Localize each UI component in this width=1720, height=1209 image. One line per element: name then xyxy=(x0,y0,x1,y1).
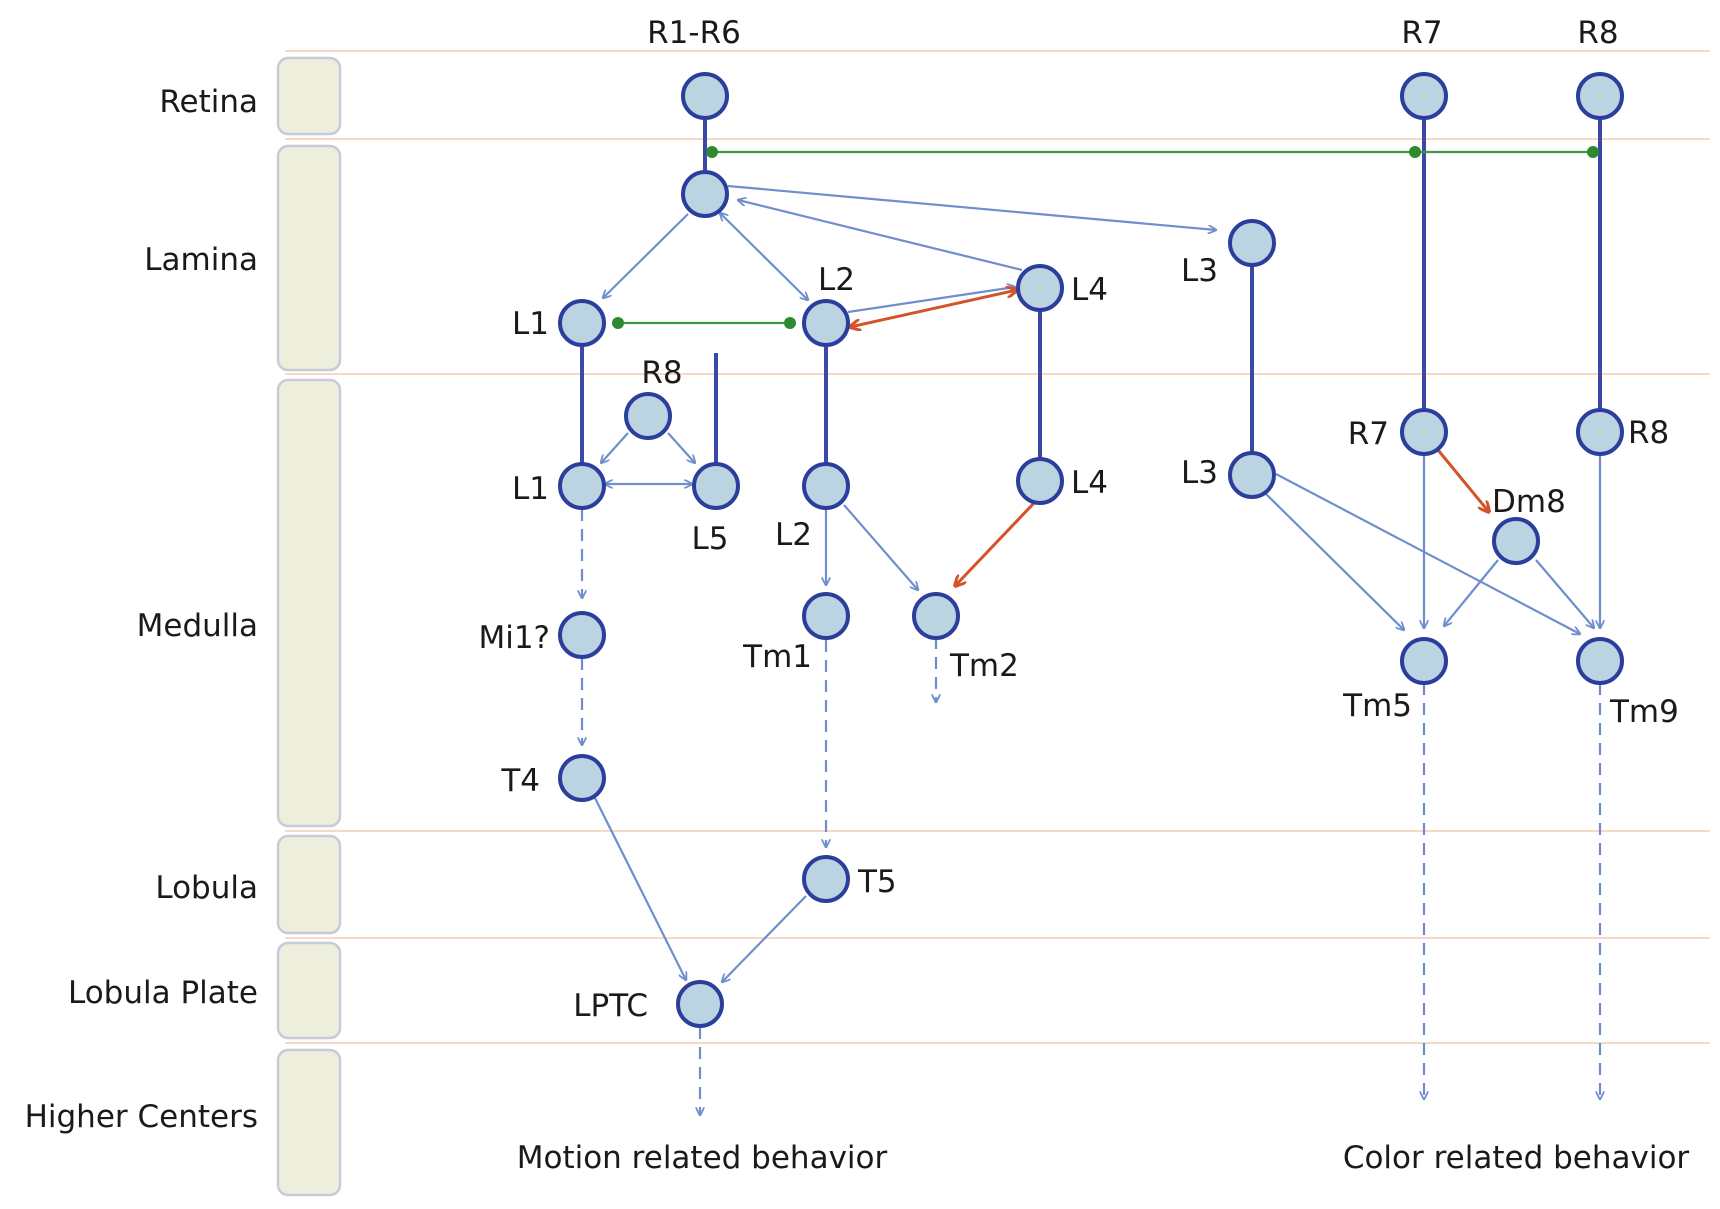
label-r8-top: R8 xyxy=(1577,15,1618,51)
node-l1-lamina xyxy=(558,299,606,347)
synapse-l2-tm2 xyxy=(843,504,918,590)
node-l5 xyxy=(692,462,740,510)
axons xyxy=(580,117,1602,463)
node-r8-medulla-left xyxy=(624,392,672,440)
node-r8-retina xyxy=(1576,72,1624,120)
layer-separators xyxy=(285,50,1710,1044)
node-l2-medulla xyxy=(802,462,850,510)
node-lptc xyxy=(676,980,724,1028)
synapse-t5-lptc xyxy=(722,895,807,982)
label-dm8: Dm8 xyxy=(1492,484,1566,520)
label-tm2: Tm2 xyxy=(949,648,1019,684)
synapse-l2-l4-red xyxy=(850,290,1017,327)
gap-dot xyxy=(706,146,718,158)
label-l2-medulla: L2 xyxy=(775,517,812,553)
node-r1r6 xyxy=(681,72,729,120)
node-l2-lamina xyxy=(802,299,850,347)
label-l4-lamina: L4 xyxy=(1071,272,1108,308)
node-tm9 xyxy=(1576,637,1624,685)
node-tm5 xyxy=(1400,637,1448,685)
region-boxes xyxy=(276,56,342,1197)
node-t5 xyxy=(802,855,850,903)
label-r7-medulla: R7 xyxy=(1348,416,1389,452)
label-t5: T5 xyxy=(857,864,897,900)
label-l3-medulla: L3 xyxy=(1181,455,1218,491)
node-l4-medulla xyxy=(1016,457,1064,505)
region-label-lamina: Lamina xyxy=(144,242,258,278)
label-r8-medulla: R8 xyxy=(641,355,682,391)
node-tm1 xyxy=(802,592,850,640)
synapse-r8-l1 xyxy=(601,432,629,463)
node-r8-medulla-right xyxy=(1576,408,1624,456)
node-mi1 xyxy=(558,611,606,659)
node-l3-lamina xyxy=(1228,219,1276,267)
synapse-dm8-tm9 xyxy=(1535,559,1594,628)
synapses-red xyxy=(850,290,1489,586)
node-t4 xyxy=(558,754,606,802)
synapse-lamina-l3 xyxy=(727,184,1216,230)
label-tm9: Tm9 xyxy=(1609,694,1679,730)
label-l3-lamina: L3 xyxy=(1181,253,1218,289)
region-labels: Retina Lamina Medulla Lobula Lobula Plat… xyxy=(25,84,258,1135)
label-r8-medulla-right: R8 xyxy=(1628,415,1669,451)
gap-dot xyxy=(1587,146,1599,158)
region-box-lobula xyxy=(276,834,342,935)
region-box-higher-centers xyxy=(276,1048,342,1197)
synapse-l4-tm2-red xyxy=(955,501,1036,586)
synapse-lamina-l4 xyxy=(738,200,1023,272)
label-l4-medulla: L4 xyxy=(1071,465,1108,501)
node-tm2 xyxy=(912,592,960,640)
region-box-lamina xyxy=(276,144,342,372)
region-label-retina: Retina xyxy=(159,84,258,120)
label-r7-top: R7 xyxy=(1401,15,1442,51)
label-t4: T4 xyxy=(500,763,540,799)
behavior-labels: Motion related behavior Color related be… xyxy=(517,1140,1690,1176)
region-box-lobula-plate xyxy=(276,941,342,1040)
gap-dot xyxy=(1409,146,1421,158)
synapse-l3-tm9 xyxy=(1275,473,1580,634)
label-l5: L5 xyxy=(692,521,729,557)
gap-dot xyxy=(784,317,796,329)
region-label-lobula-plate: Lobula Plate xyxy=(68,975,258,1011)
label-mi1: Mi1? xyxy=(478,620,550,656)
label-l2-lamina: L2 xyxy=(818,262,855,298)
synapse-l3-tm5 xyxy=(1264,492,1404,630)
label-tm5: Tm5 xyxy=(1342,688,1412,724)
synapse-dm8-tm5 xyxy=(1444,559,1499,626)
neuron-nodes xyxy=(558,72,1624,1028)
label-l1-lamina: L1 xyxy=(512,306,549,342)
label-r1r6: R1-R6 xyxy=(647,15,741,51)
label-tm1: Tm1 xyxy=(742,639,812,675)
synapse-lamina-l2 xyxy=(720,213,808,300)
label-l1-medulla: L1 xyxy=(512,471,549,507)
region-box-medulla xyxy=(276,378,342,828)
node-labels: R1-R6 R7 R8 L1 L2 L4 L3 R8 L1 L5 L2 L4 L… xyxy=(478,15,1678,1024)
synapse-t4-lptc xyxy=(594,797,686,980)
label-lptc: LPTC xyxy=(573,988,648,1024)
node-r7-retina xyxy=(1400,72,1448,120)
region-label-medulla: Medulla xyxy=(137,608,258,644)
synapse-lamina-l1 xyxy=(603,213,689,298)
node-l4-lamina xyxy=(1016,264,1064,312)
pathways-dashed xyxy=(582,509,1600,1115)
node-r7-medulla xyxy=(1400,408,1448,456)
label-color-behavior: Color related behavior xyxy=(1343,1140,1690,1176)
gap-dot xyxy=(612,317,624,329)
region-label-higher-centers: Higher Centers xyxy=(25,1099,258,1135)
region-label-lobula: Lobula xyxy=(155,870,258,906)
node-l3-medulla xyxy=(1228,451,1276,499)
region-box-retina xyxy=(276,56,342,136)
label-motion-behavior: Motion related behavior xyxy=(517,1140,888,1176)
node-l1-medulla xyxy=(558,462,606,510)
node-lamina-r1r6 xyxy=(681,170,729,218)
synapse-r7-dm8-red xyxy=(1436,449,1489,512)
gap-junctions xyxy=(612,146,1599,329)
node-dm8 xyxy=(1492,517,1540,565)
synapse-r8-l5 xyxy=(667,432,695,463)
